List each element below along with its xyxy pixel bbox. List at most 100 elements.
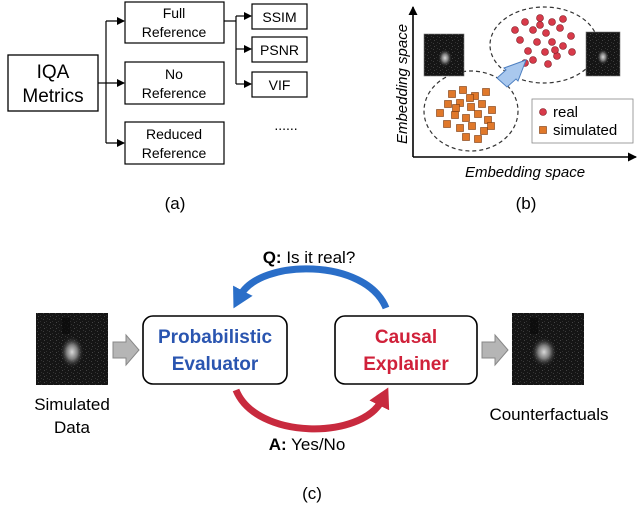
- simulated-point: [468, 122, 476, 130]
- caption-a: (a): [165, 194, 186, 213]
- explainer-line1: Causal: [375, 327, 437, 348]
- metric-box-ssim: [251, 3, 308, 30]
- x-axis-label: Embedding space: [465, 164, 585, 181]
- real-point: [556, 24, 564, 32]
- simulated-point: [456, 99, 464, 107]
- legend-box: [531, 98, 634, 144]
- real-point: [536, 14, 544, 22]
- cluster-double-arrow: [496, 59, 527, 88]
- question-prefix: Q:: [263, 248, 282, 267]
- simulated-point: [443, 120, 451, 128]
- simulated-data-image: [36, 313, 108, 385]
- y-axis-label: Embedding space: [394, 24, 411, 144]
- input-gray-arrow: [112, 333, 140, 367]
- real-point: [521, 18, 529, 26]
- category-no-line2: Reference: [142, 85, 207, 101]
- root-box: [7, 54, 99, 112]
- question-arrow: [233, 265, 390, 310]
- simulated-point: [444, 100, 452, 108]
- real-point: [568, 48, 576, 56]
- real-point: [548, 38, 556, 46]
- simulated-point: [462, 133, 470, 141]
- real-point: [529, 56, 537, 64]
- caption-c: (c): [302, 484, 322, 503]
- simulated-point: [467, 103, 475, 111]
- simulated-point: [452, 104, 460, 112]
- metric-box-psnr: [251, 36, 308, 63]
- question-text: Is it real?: [282, 248, 356, 267]
- simulated-point: [459, 86, 467, 94]
- real-point: [559, 42, 567, 50]
- answer-label: A: Yes/No: [269, 435, 346, 454]
- real-point: [516, 36, 524, 44]
- category-no-line1: No: [165, 66, 183, 82]
- real-point: [541, 48, 549, 56]
- metric-box-vif: [251, 71, 308, 98]
- category-full-line2: Reference: [142, 24, 207, 40]
- simulated-cluster-ellipse: [423, 70, 519, 152]
- simulated-point: [462, 114, 470, 122]
- legend-simulated-label: simulated: [553, 122, 617, 139]
- legend-simulated-marker: [539, 126, 547, 134]
- simulated-point: [474, 135, 482, 143]
- simulated-points: [436, 86, 496, 143]
- legend: real simulated: [531, 98, 634, 144]
- real-point: [533, 38, 541, 46]
- output-label: Counterfactuals: [489, 405, 608, 424]
- metric-vif: VIF: [269, 77, 291, 93]
- simulated-point: [466, 94, 474, 102]
- panel-b: Embedding space Embedding space real sim…: [394, 6, 637, 213]
- answer-prefix: A:: [269, 435, 287, 454]
- explainer-line2: Explainer: [363, 354, 449, 375]
- root-label-line2: Metrics: [22, 86, 83, 107]
- counterfactual-image: [512, 313, 584, 385]
- evaluator-line1: Probabilistic: [158, 327, 272, 348]
- real-point: [529, 26, 537, 34]
- simulated-point: [478, 100, 486, 108]
- simulated-point: [487, 122, 495, 130]
- category-reduced-line2: Reference: [142, 145, 207, 161]
- input-label-line1: Simulated: [34, 395, 110, 414]
- legend-real-marker: [539, 108, 547, 116]
- answer-arrow: [232, 387, 390, 433]
- root-connectors: [98, 17, 125, 147]
- caption-b: (b): [516, 194, 537, 213]
- real-point: [544, 60, 552, 68]
- real-thumbnail: [585, 31, 621, 77]
- evaluator-box: [142, 315, 288, 385]
- question-label: Q: Is it real?: [263, 248, 356, 267]
- real-point: [511, 26, 519, 34]
- simulated-point: [448, 90, 456, 98]
- simulated-point: [451, 111, 459, 119]
- real-point: [551, 46, 559, 54]
- panel-a: IQA Metrics Full Reference No Reference …: [7, 1, 308, 213]
- category-full-line1: Full: [163, 5, 186, 21]
- real-point: [567, 32, 575, 40]
- real-point: [559, 15, 567, 23]
- real-point: [524, 47, 532, 55]
- output-gray-arrow: [481, 333, 509, 367]
- panel-c: Q: Is it real? Probabilistic Evaluator C…: [34, 248, 608, 503]
- real-point: [542, 29, 550, 37]
- category-box-no-reference: [124, 61, 225, 105]
- real-points: [511, 14, 576, 68]
- simulated-point: [488, 106, 496, 114]
- real-point: [548, 18, 556, 26]
- simulated-point: [474, 110, 482, 118]
- metric-psnr: PSNR: [260, 42, 299, 58]
- evaluator-line2: Evaluator: [172, 354, 259, 375]
- metric-connectors: [224, 12, 252, 88]
- simulated-point: [436, 109, 444, 117]
- explainer-box: [334, 315, 478, 385]
- metric-more-ellipsis: ......: [274, 117, 297, 133]
- category-reduced-line1: Reduced: [146, 126, 202, 142]
- legend-real-label: real: [553, 104, 578, 121]
- simulated-point: [456, 124, 464, 132]
- answer-text: Yes/No: [287, 435, 346, 454]
- category-box-reduced-reference: [124, 121, 225, 165]
- category-box-full-reference: [124, 1, 225, 44]
- real-point: [536, 21, 544, 29]
- simulated-thumbnail: [423, 33, 465, 77]
